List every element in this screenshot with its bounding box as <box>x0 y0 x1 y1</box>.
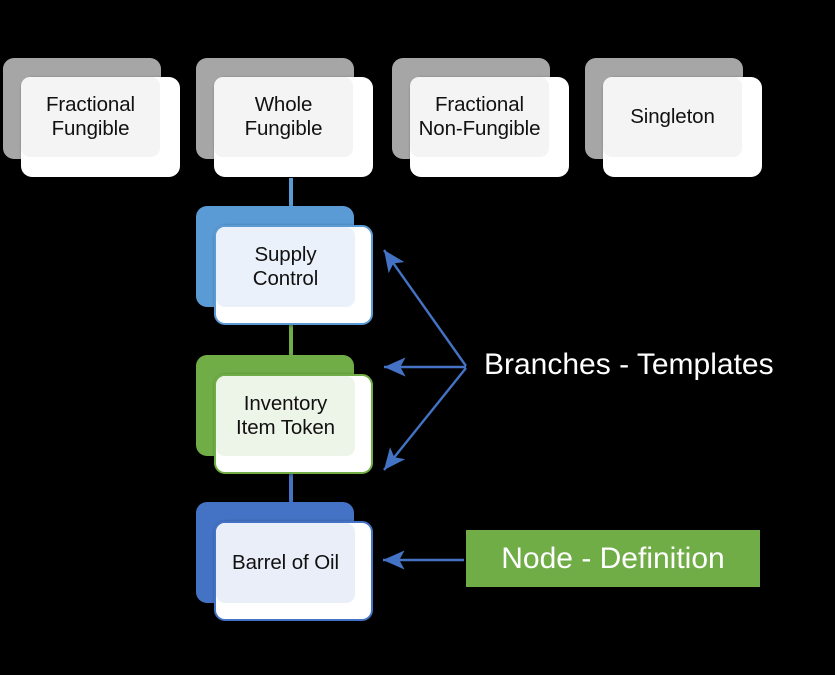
annotation-node-definition: Node - Definition <box>466 530 760 587</box>
card-front-layer: Singleton <box>603 77 762 177</box>
card-front-layer: Fractional Fungible <box>21 77 180 177</box>
card-front-layer: Supply Control <box>214 225 373 325</box>
connector-whole-fungible-to-supply-control <box>289 178 293 226</box>
card-inner-panel: Whole Fungible <box>214 77 353 157</box>
card-front-layer: Inventory Item Token <box>214 374 373 474</box>
card-label: Supply Control <box>252 242 319 290</box>
card-front-layer: Fractional Non-Fungible <box>410 77 569 177</box>
connector-inventory-to-barrel-of-oil <box>289 472 293 522</box>
arrow-to-supply-control <box>383 249 467 367</box>
arrow-to-inventory-bottom <box>383 367 467 471</box>
card-inner-panel: Inventory Item Token <box>216 376 355 456</box>
card-inner-panel: Barrel of Oil <box>216 523 355 603</box>
annotation-branches-templates: Branches - Templates <box>484 348 774 381</box>
card-label: Fractional Non-Fungible <box>418 92 541 140</box>
card-label: Inventory Item Token <box>236 391 335 439</box>
card-inner-panel: Supply Control <box>216 227 355 307</box>
card-label: Fractional Fungible <box>45 92 135 140</box>
card-label: Barrel of Oil <box>232 550 339 574</box>
connector-supply-control-to-inventory <box>289 322 293 374</box>
card-label: Whole Fungible <box>244 92 323 140</box>
card-front-layer: Whole Fungible <box>214 77 373 177</box>
card-front-layer: Barrel of Oil <box>214 521 373 621</box>
card-label: Singleton <box>630 104 715 128</box>
card-inner-panel: Fractional Fungible <box>21 77 160 157</box>
card-inner-panel: Fractional Non-Fungible <box>410 77 549 157</box>
card-inner-panel: Singleton <box>603 77 742 157</box>
